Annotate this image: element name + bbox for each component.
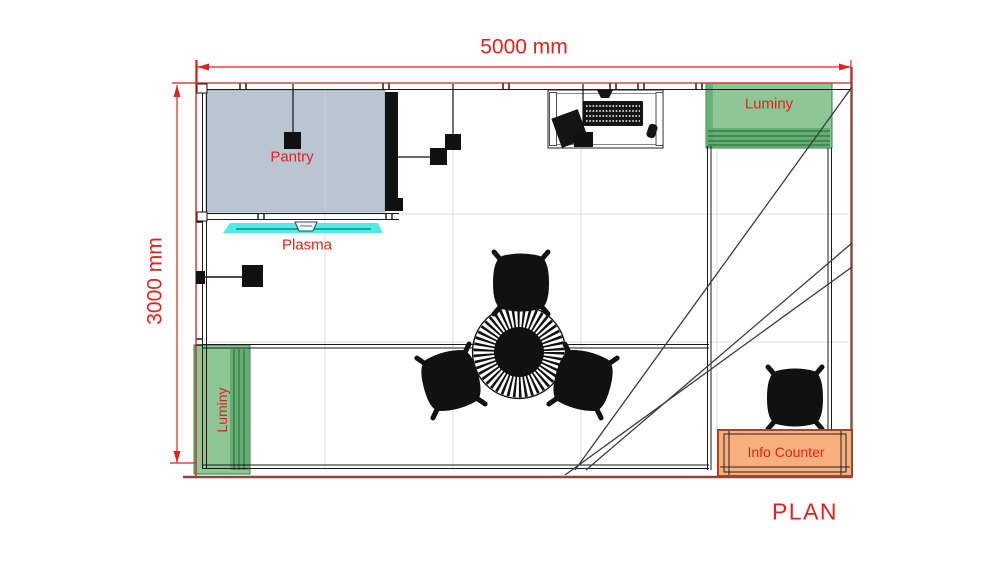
luminy-cabinet-left — [193, 344, 251, 475]
pantry-divider — [385, 92, 398, 211]
diagonal-guide-lines — [564, 86, 853, 476]
pantry-cabinet — [205, 89, 403, 213]
plasma-label: Plasma — [281, 236, 333, 254]
ceiling-light — [398, 148, 447, 165]
plan-title: PLAN — [771, 498, 839, 525]
keyboard — [583, 101, 643, 126]
chair — [493, 252, 549, 314]
dimension-height-label: 3000 mm — [143, 237, 167, 325]
ceiling-lights — [284, 84, 593, 165]
ceiling-light — [574, 84, 593, 147]
plasma-tv — [223, 221, 383, 233]
info-counter — [717, 429, 853, 477]
luminy-cabinet-top — [705, 82, 833, 149]
dimension-height — [170, 85, 196, 464]
workstation-desk — [547, 89, 664, 149]
chair — [767, 367, 823, 429]
outer-walls — [172, 60, 853, 479]
pantry-label: Pantry — [270, 148, 314, 166]
wall-light — [196, 265, 263, 287]
luminy-top-label: Luminy — [744, 95, 794, 113]
mouse — [646, 123, 658, 139]
luminy-left-label: Luminy — [214, 387, 230, 433]
round-table — [471, 304, 567, 400]
dimension-width — [196, 60, 852, 85]
ceiling-light — [284, 84, 301, 149]
speaker — [597, 90, 613, 98]
ceiling-light — [445, 84, 461, 150]
info-counter-label: Info Counter — [747, 444, 825, 460]
dimension-width-label: 5000 mm — [480, 35, 568, 59]
